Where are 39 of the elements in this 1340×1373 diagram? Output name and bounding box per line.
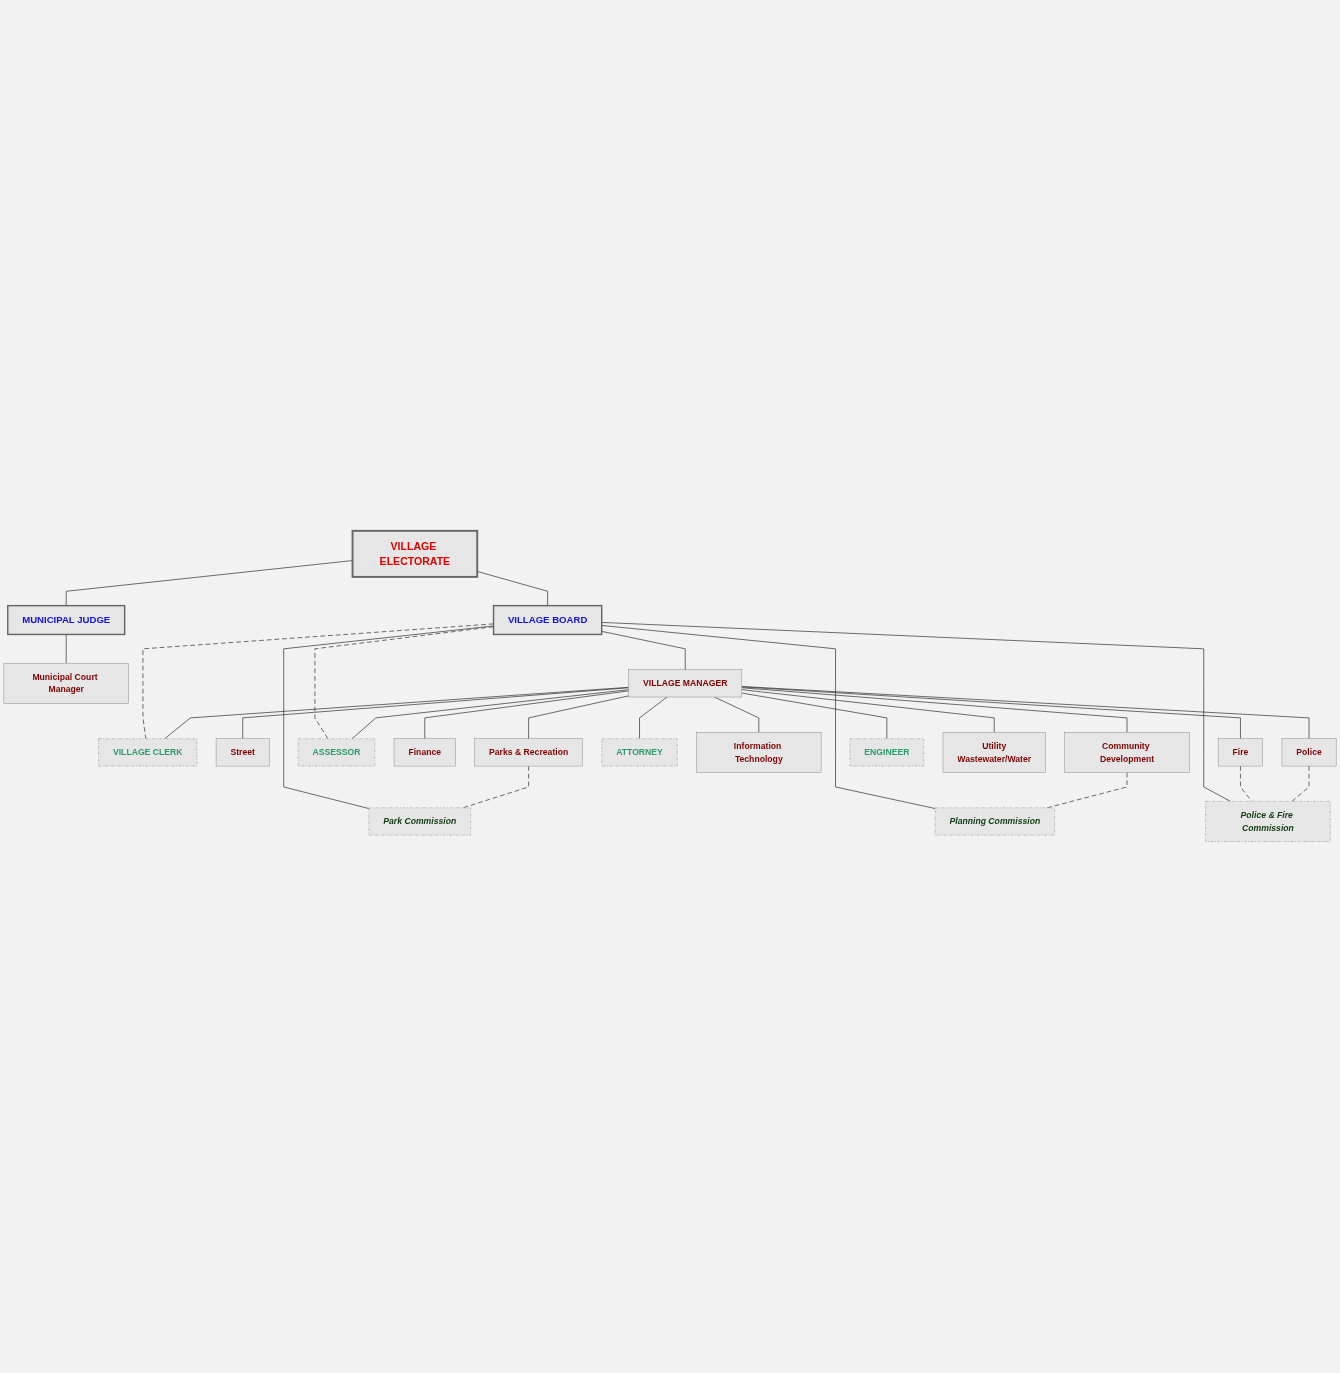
node-box: MUNICIPAL JUDGE (7, 605, 126, 636)
connector (639, 696, 668, 740)
connector (283, 625, 494, 810)
connector (601, 631, 686, 671)
node-box: VILLAGE CLERK (98, 738, 198, 767)
node-box: ASSESSOR (297, 738, 376, 767)
node-box: VILLAGE ELECTORATE (351, 530, 479, 579)
connector (528, 695, 629, 740)
connector (242, 687, 629, 740)
node-box: Finance (393, 738, 456, 767)
connector (741, 692, 888, 740)
node-box: Parks & Recreation (474, 738, 583, 767)
node-box: Park Commission (368, 807, 471, 836)
node-box: Street (215, 738, 270, 767)
node-box: Utility Wastewater/Water (942, 732, 1046, 774)
node-box: Information Technology (696, 732, 822, 774)
connector (601, 622, 1231, 802)
connector (164, 687, 629, 740)
connector (351, 689, 629, 740)
node-box: VILLAGE MANAGER (628, 669, 743, 698)
connector (142, 623, 494, 740)
connector (424, 690, 629, 740)
node-box: Community Development (1064, 732, 1190, 774)
connector (601, 625, 936, 810)
connector (65, 560, 353, 607)
connector (65, 634, 67, 664)
node-box: Police & Fire Commission (1205, 801, 1331, 843)
connector (462, 766, 529, 809)
connector (1240, 766, 1253, 802)
node-box: Fire (1217, 738, 1263, 767)
node-box: ENGINEER (849, 738, 925, 767)
node-box: Police (1281, 738, 1337, 767)
connector (741, 689, 995, 733)
node-box: Planning Commission (934, 807, 1055, 836)
node-box: Municipal Court Manager (3, 663, 129, 704)
node-box: ATTORNEY (601, 738, 678, 767)
connector (741, 687, 1128, 733)
node-box: VILLAGE BOARD (492, 605, 603, 636)
connector (314, 626, 494, 740)
